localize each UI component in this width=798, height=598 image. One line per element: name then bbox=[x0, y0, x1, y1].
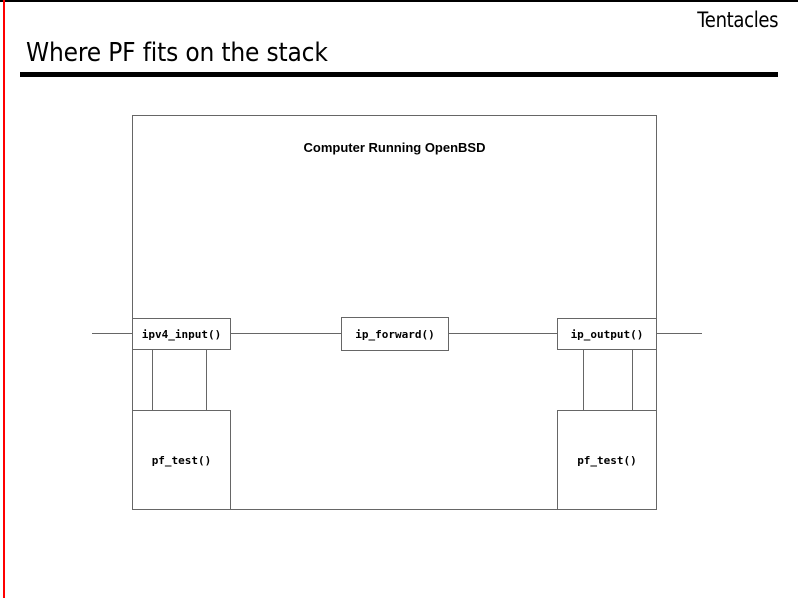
wire-external-in bbox=[92, 333, 132, 334]
node-ip-forward: ip_forward() bbox=[341, 317, 449, 351]
title-underline-rule bbox=[20, 72, 778, 77]
page-title: Where PF fits on the stack bbox=[26, 38, 328, 68]
deck-name: Tentacles bbox=[696, 8, 778, 32]
host-boundary-box bbox=[132, 115, 657, 510]
node-pf-test-inbound: pf_test() bbox=[132, 410, 231, 510]
wire-forward-to-output bbox=[449, 333, 557, 334]
wire-input-to-forward bbox=[231, 333, 341, 334]
top-border-rule bbox=[0, 0, 798, 2]
connector-output-right bbox=[632, 350, 633, 410]
node-ip-output: ip_output() bbox=[557, 318, 657, 350]
left-accent-rule bbox=[3, 0, 5, 598]
wire-external-out bbox=[657, 333, 702, 334]
connector-output-left bbox=[583, 350, 584, 410]
connector-input-left bbox=[152, 350, 153, 410]
node-ipv4-input: ipv4_input() bbox=[132, 318, 231, 350]
connector-input-right bbox=[206, 350, 207, 410]
host-label: Computer Running OpenBSD bbox=[303, 140, 486, 155]
node-pf-test-outbound: pf_test() bbox=[557, 410, 657, 510]
